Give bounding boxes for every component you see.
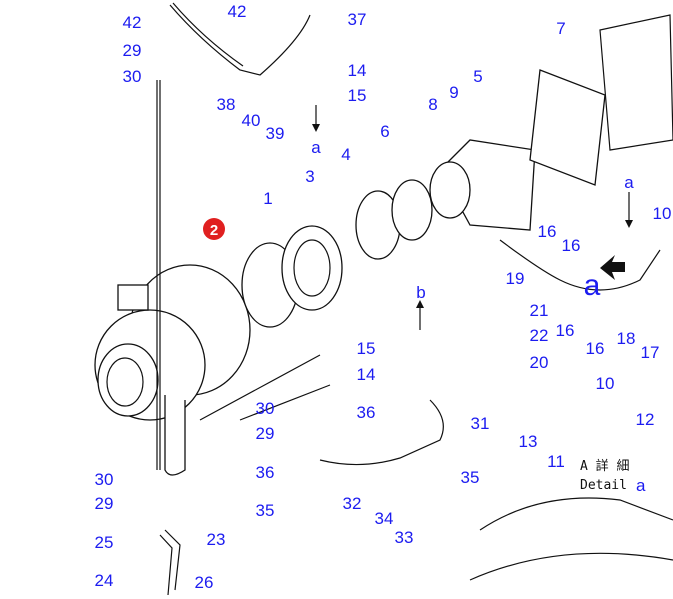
part-number-label: a bbox=[624, 173, 634, 192]
part-number-label: 14 bbox=[348, 61, 367, 80]
arrow-a-icon bbox=[600, 255, 625, 280]
part-number-label: 30 bbox=[123, 67, 142, 86]
part-number-label: 19 bbox=[506, 269, 525, 288]
part-number-label: 12 bbox=[636, 410, 655, 429]
part-number-label: 30 bbox=[95, 470, 114, 489]
part-number-label: 21 bbox=[530, 301, 549, 320]
part-number-label: 15 bbox=[357, 339, 376, 358]
part-number-label: 1 bbox=[263, 189, 272, 208]
part-number-label: 35 bbox=[256, 501, 275, 520]
part-number-label: 18 bbox=[617, 329, 636, 348]
callout-2: 2 bbox=[203, 218, 225, 240]
part-number-label: 16 bbox=[586, 339, 605, 358]
part-number-label: 42 bbox=[123, 13, 142, 32]
part-number-label: 4 bbox=[341, 145, 350, 164]
part-number-label: 29 bbox=[256, 424, 275, 443]
part-number-label: 9 bbox=[449, 83, 458, 102]
part-number-label: 16 bbox=[556, 321, 575, 340]
part-number-label: 29 bbox=[123, 41, 142, 60]
part-number-label: 25 bbox=[95, 533, 114, 552]
part-number-label: 15 bbox=[348, 86, 367, 105]
part-number-label: 11 bbox=[547, 452, 565, 471]
part-number-label: 36 bbox=[256, 463, 275, 482]
engine-block-bottom bbox=[469, 497, 673, 581]
detail-note-ref: a bbox=[636, 476, 646, 495]
part-number-label: 24 bbox=[95, 571, 114, 590]
oil-pipe-vertical bbox=[156, 80, 161, 470]
part-number-label: 30 bbox=[256, 399, 275, 418]
part-number-label: 22 bbox=[530, 326, 549, 345]
detail-note-line2: Detail bbox=[580, 478, 627, 493]
ring-6 bbox=[391, 179, 433, 241]
part-number-label: 23 bbox=[207, 530, 226, 549]
part-number-label: 17 bbox=[641, 343, 660, 362]
part-number-label: 37 bbox=[348, 10, 367, 29]
part-number-label: 31 bbox=[471, 414, 490, 433]
part-number-label: a bbox=[584, 269, 601, 302]
part-number-label: 16 bbox=[538, 222, 557, 241]
svg-text:2: 2 bbox=[210, 222, 218, 239]
sensor-harness bbox=[499, 239, 661, 291]
part-number-label: 7 bbox=[556, 19, 565, 38]
oil-pipe-31 bbox=[319, 399, 444, 466]
part-number-label: 3 bbox=[305, 167, 314, 186]
engine-block-top bbox=[599, 14, 673, 151]
part-number-label: 42 bbox=[228, 2, 247, 21]
gasket-7 bbox=[529, 69, 606, 186]
part-number-label: 33 bbox=[395, 528, 414, 547]
part-number-label: 39 bbox=[266, 124, 285, 143]
oil-pipe-top bbox=[169, 2, 311, 76]
part-number-label: 8 bbox=[428, 95, 437, 114]
part-number-label: 26 bbox=[195, 573, 214, 592]
part-number-label: 16 bbox=[562, 236, 581, 255]
part-number-label: 29 bbox=[95, 494, 114, 513]
part-number-label: 10 bbox=[596, 374, 615, 393]
detail-note-line1: A 詳 細 bbox=[580, 458, 629, 474]
part-number-label: 40 bbox=[242, 111, 261, 130]
part-number-label: a bbox=[311, 138, 321, 157]
part-number-label: b bbox=[416, 283, 425, 302]
part-number-label: 34 bbox=[375, 509, 394, 528]
adapter-1 bbox=[281, 225, 343, 311]
part-number-label: 20 bbox=[530, 353, 549, 372]
part-number-label: 36 bbox=[357, 403, 376, 422]
oil-pipe-23 bbox=[159, 529, 181, 596]
part-number-label: 10 bbox=[653, 204, 672, 223]
part-number-label: 13 bbox=[519, 432, 538, 451]
part-number-label: 5 bbox=[473, 67, 482, 86]
part-number-label: 38 bbox=[217, 95, 236, 114]
part-number-label: 6 bbox=[380, 122, 389, 141]
part-number-label: 14 bbox=[357, 365, 376, 384]
part-number-label: 35 bbox=[461, 468, 480, 487]
part-number-label: 32 bbox=[343, 494, 362, 513]
